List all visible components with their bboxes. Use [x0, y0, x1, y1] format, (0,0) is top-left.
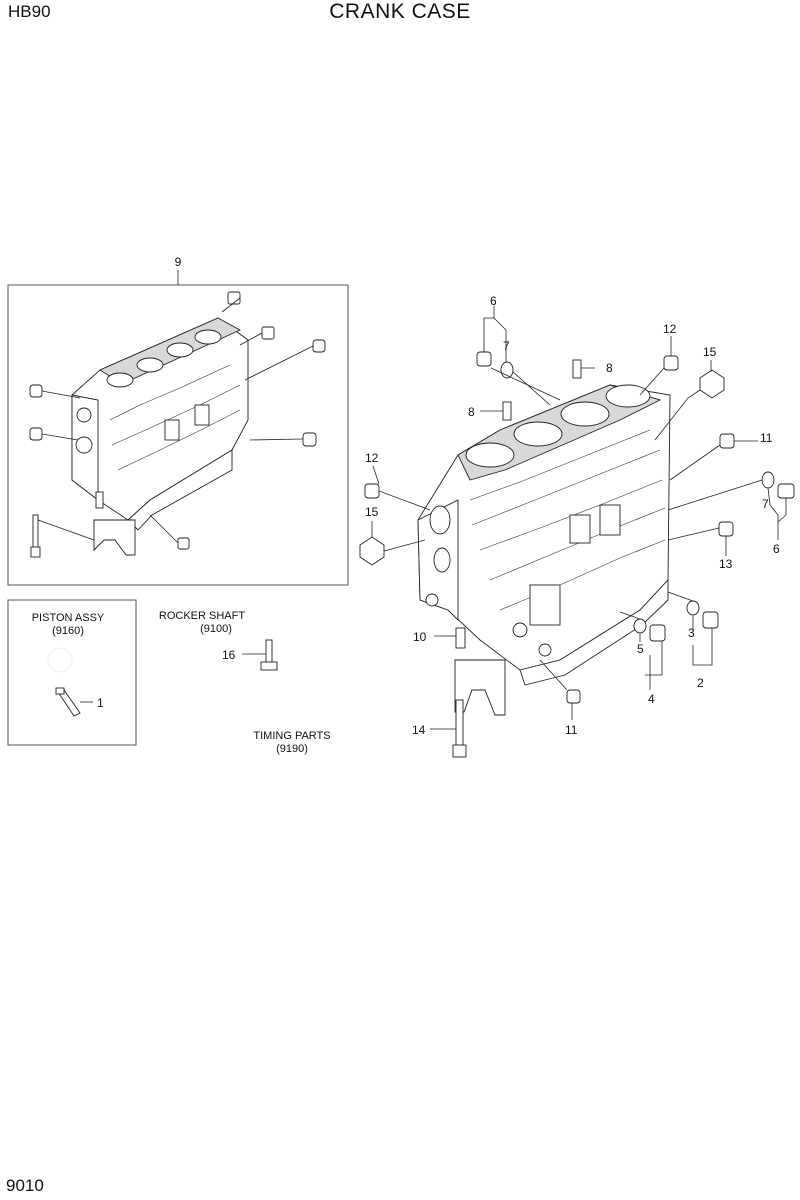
small-engine-block	[71, 317, 249, 531]
callout-12a: 12	[663, 322, 677, 336]
rocker-shaft-label: ROCKER SHAFT	[159, 610, 245, 622]
page-title: CRANK CASE	[329, 0, 471, 23]
callout-11a: 11	[760, 431, 773, 445]
main-engine-block	[417, 384, 671, 686]
callout-7b: 7	[762, 497, 769, 511]
bolt-16	[260, 639, 278, 671]
piston-assy-code: (9160)	[52, 625, 84, 637]
callout-5: 5	[637, 642, 644, 656]
callout-8b: 8	[468, 405, 475, 419]
callout-13: 13	[719, 557, 733, 571]
model-code: HB90	[8, 2, 51, 21]
timing-parts-label: TIMING PARTS	[253, 730, 330, 742]
callout-8a: 8	[606, 361, 613, 375]
callout-4: 4	[648, 692, 655, 706]
callout-7a: 7	[503, 339, 510, 353]
main-parts	[359, 306, 795, 758]
callout-10: 10	[413, 630, 427, 644]
piston-assy-label: PISTON ASSY	[32, 612, 105, 624]
callout-3: 3	[688, 626, 695, 640]
callout-14: 14	[412, 723, 426, 737]
callout-12b: 12	[365, 451, 379, 465]
connecting-rod-bolt	[55, 687, 81, 717]
piston-placeholder-icon	[47, 647, 73, 673]
callout-2: 2	[697, 676, 704, 690]
piston-assy-box	[7, 599, 137, 746]
page-number: 9010	[6, 1176, 44, 1195]
callout-16: 16	[222, 648, 236, 662]
callout-11b: 11	[565, 723, 578, 737]
small-parts	[29, 291, 326, 558]
callout-15a: 15	[703, 345, 717, 359]
callout-1: 1	[97, 696, 104, 710]
timing-parts-code: (9190)	[276, 743, 308, 755]
callout-6b: 6	[773, 542, 780, 556]
callout-9: 9	[175, 255, 182, 269]
callout-6a: 6	[490, 294, 497, 308]
callout-15b: 15	[365, 505, 379, 519]
rocker-shaft-code: (9100)	[200, 623, 232, 635]
